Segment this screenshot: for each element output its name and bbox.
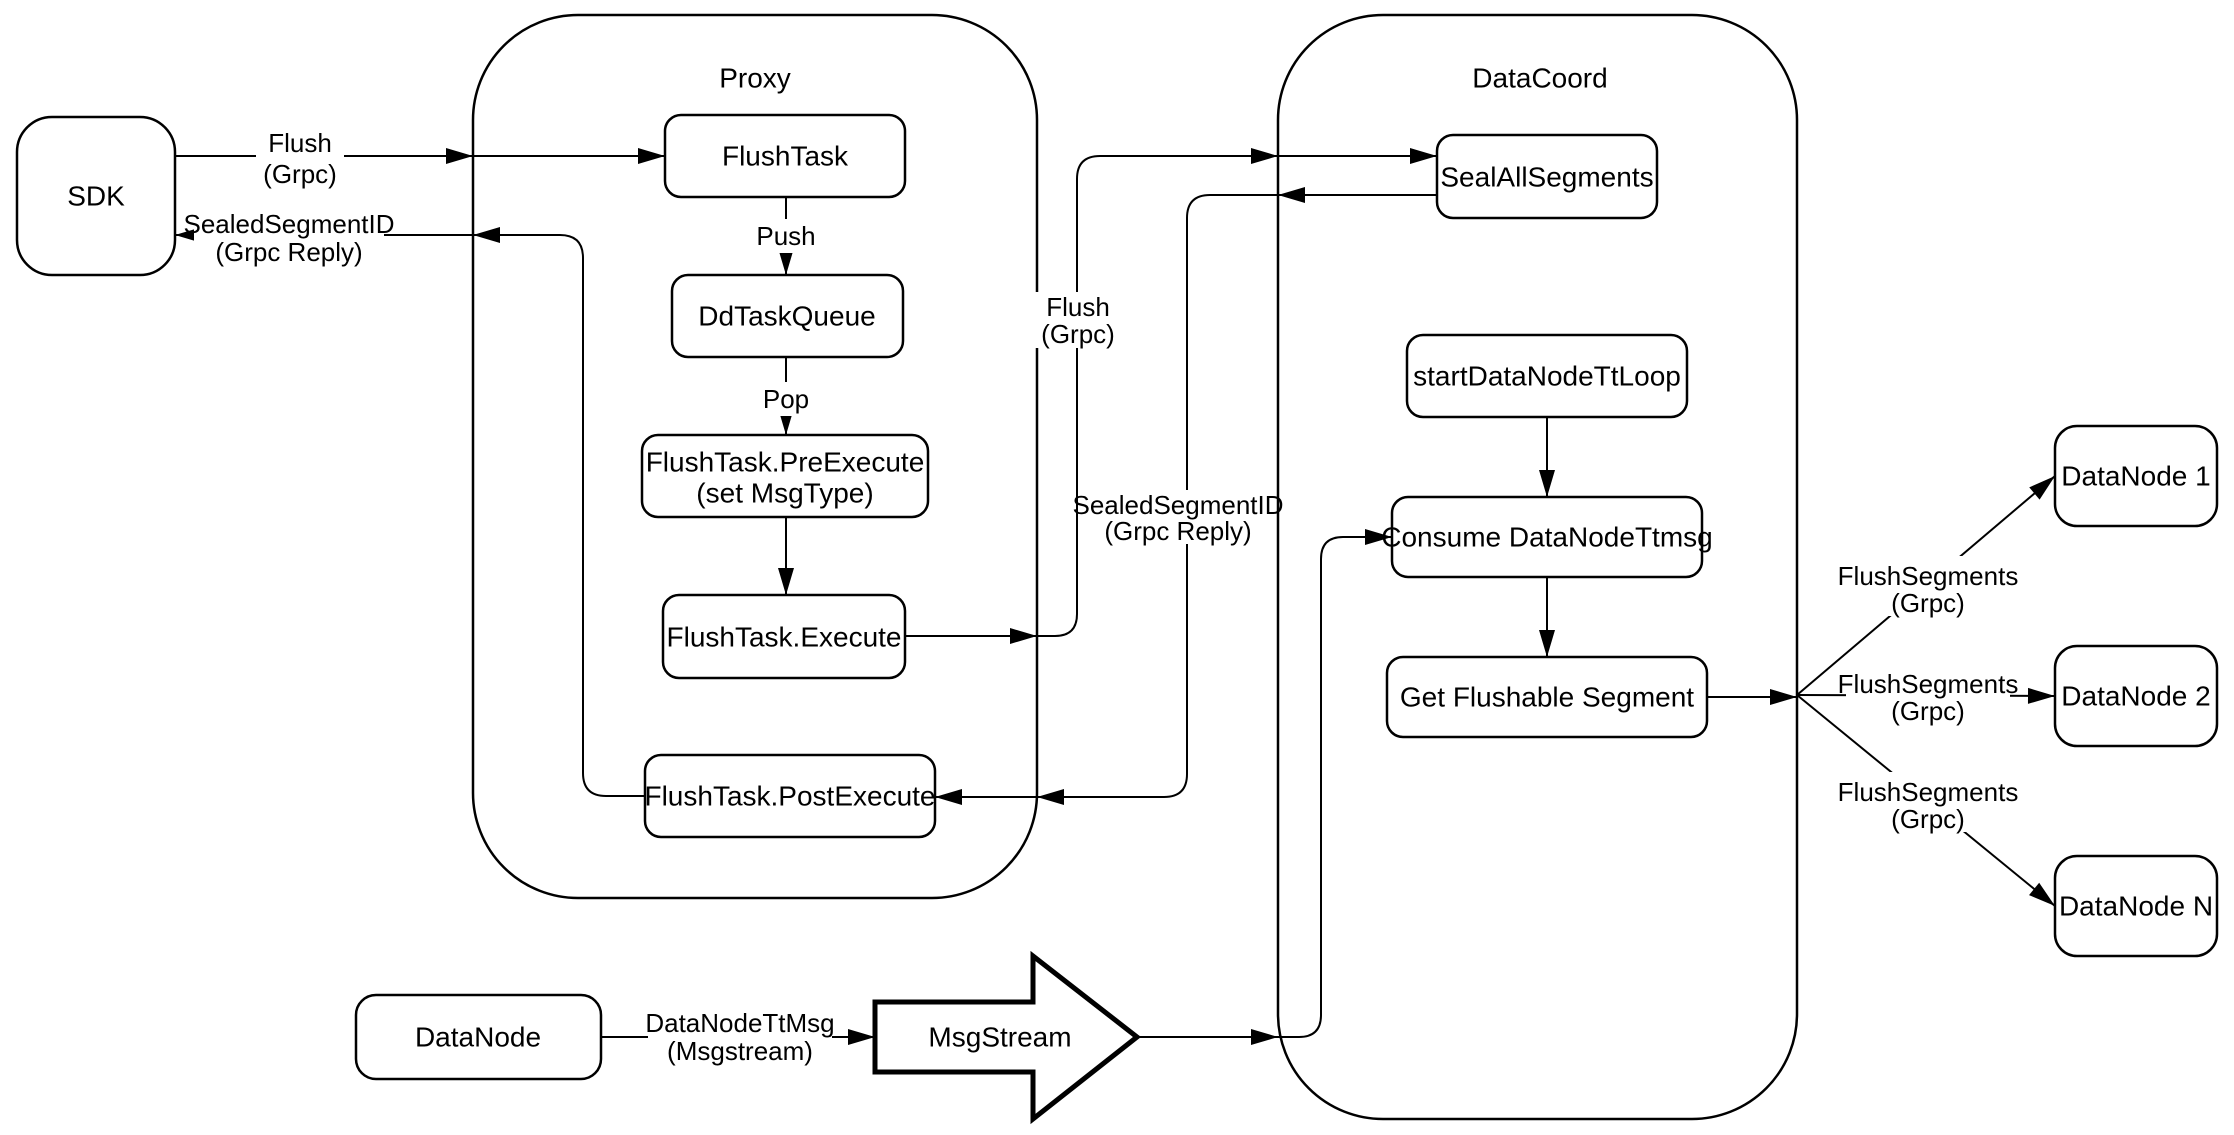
label-bg-pop: [760, 382, 812, 416]
edge-label-datanodettmsg-line1: DataNodeTtMsg: [645, 1008, 834, 1038]
edge-label-sdk-flush-line1: Flush: [268, 128, 332, 158]
edge-datacoord-edge-to-consume: [1278, 529, 1392, 1038]
label-bg-datanodettmsg: [648, 1004, 832, 1062]
label-bg-flushsegments-1: [1846, 556, 2010, 616]
node-consumedatanodettmsg: [1390, 495, 1704, 579]
node-sdk-label: SDK: [67, 181, 125, 212]
node-datanode1: [2053, 424, 2219, 528]
node-preexecute: [640, 433, 930, 519]
proxy-container-title: Proxy: [719, 63, 791, 94]
node-consumedatanodettmsg-label: Consume DataNodeTtmsg: [1381, 522, 1712, 553]
edge-label-proxy-flush-line2: (Grpc): [1041, 319, 1115, 349]
node-datanoden: [2053, 854, 2219, 958]
node-execute-label: FlushTask.Execute: [667, 622, 902, 653]
node-ddtaskqueue-label: DdTaskQueue: [698, 301, 875, 332]
node-msgstream-label: MsgStream: [928, 1022, 1071, 1053]
node-getflushablesegment-label: Get Flushable Segment: [1400, 682, 1694, 713]
node-startdatanodettloop: [1405, 333, 1689, 419]
node-preexecute-label-line1: FlushTask.PreExecute: [646, 447, 925, 478]
node-datanode-label: DataNode: [415, 1022, 541, 1053]
edge-label-sdk-reply-line1: SealedSegmentID: [183, 209, 394, 239]
node-sealallsegments: [1435, 133, 1659, 220]
node-startdatanodettloop-label: startDataNodeTtLoop: [1413, 361, 1681, 392]
edge-label-push: Push: [756, 221, 815, 251]
label-bg-proxy-flush: [1034, 292, 1122, 348]
node-execute: [661, 593, 907, 680]
datacoord-container-title: DataCoord: [1472, 63, 1607, 94]
edge-label-proxy-reply-line2: (Grpc Reply): [1104, 516, 1251, 546]
edge-label-proxy-reply-line1: SealedSegmentID: [1072, 490, 1283, 520]
edge-label-flushsegments-2-line2: (Grpc): [1891, 696, 1965, 726]
edge-postexecute-to-proxy-edge: [473, 227, 645, 797]
node-postexecute: [643, 753, 937, 839]
node-msgstream-arrow-shape: [872, 950, 1142, 1125]
edge-label-flushsegments-3-line2: (Grpc): [1891, 804, 1965, 834]
node-getflushablesegment: [1385, 655, 1709, 739]
edge-label-pop: Pop: [763, 384, 809, 414]
label-bg-sdk-reply: [194, 209, 384, 267]
edge-label-sdk-flush-line2: (Grpc): [263, 159, 337, 189]
node-preexecute-label-line2: (set MsgType): [696, 478, 873, 509]
node-datanode1-label: DataNode 1: [2061, 461, 2210, 492]
node-datanode2: [2053, 644, 2219, 748]
label-bg-proxy-reply: [1083, 490, 1273, 544]
node-flushtask: [663, 113, 907, 199]
node-datanoden-label: DataNode N: [2059, 891, 2213, 922]
edge-label-flushsegments-1-line2: (Grpc): [1891, 588, 1965, 618]
node-datanode2-label: DataNode 2: [2061, 681, 2210, 712]
edge-label-sdk-reply-line2: (Grpc Reply): [215, 237, 362, 267]
edge-proxy-to-datacoord-flush: [1037, 148, 1278, 637]
label-bg-sdk-flush: [256, 127, 344, 187]
edge-label-datanodettmsg-line2: (Msgstream): [667, 1036, 813, 1066]
node-sealallsegments-label: SealAllSegments: [1440, 162, 1653, 193]
node-datanode: [354, 993, 603, 1081]
label-bg-push: [757, 219, 815, 253]
node-ddtaskqueue: [670, 273, 905, 359]
proxy-container: [471, 13, 1039, 900]
edge-label-flushsegments-2-line1: FlushSegments: [1838, 669, 2019, 699]
node-sdk: [15, 115, 177, 277]
node-flushtask-label: FlushTask: [722, 141, 849, 172]
edge-label-flushsegments-1-line1: FlushSegments: [1838, 561, 2019, 591]
edge-label-flushsegments-3-line1: FlushSegments: [1838, 777, 2019, 807]
edge-label-proxy-flush-line1: Flush: [1046, 292, 1110, 322]
node-postexecute-label: FlushTask.PostExecute: [644, 781, 935, 812]
label-bg-flushsegments-2: [1846, 664, 2010, 724]
datacoord-container: [1276, 13, 1799, 1121]
label-bg-flushsegments-3: [1846, 772, 2010, 832]
